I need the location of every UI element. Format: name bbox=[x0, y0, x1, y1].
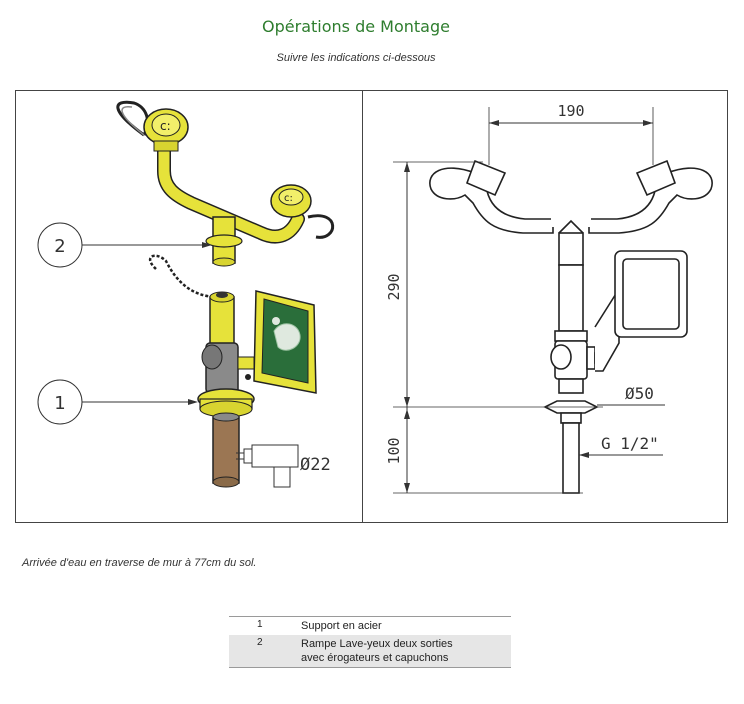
stem-outline bbox=[543, 232, 606, 494]
dim-thread: G 1/2" bbox=[579, 434, 663, 458]
eyewash-ramp: c: c: bbox=[116, 100, 335, 267]
page-title: Opérations de Montage bbox=[262, 17, 450, 36]
svg-text:Ø50: Ø50 bbox=[625, 384, 654, 403]
parts-legend: 1 Support en acier 2 Rampe Lave-yeux deu… bbox=[229, 616, 511, 668]
svg-text:2: 2 bbox=[54, 236, 65, 257]
legend-line: avec érogateurs et capuchons bbox=[301, 652, 449, 664]
svg-text:1: 1 bbox=[54, 393, 65, 414]
frame-divider bbox=[362, 90, 363, 523]
dim-height: 290 bbox=[385, 161, 483, 407]
pipe-fitting-detail: Ø22 bbox=[236, 444, 331, 488]
legend-line: Rampe Lave-yeux deux sorties bbox=[301, 638, 453, 650]
legend-num: 1 bbox=[229, 616, 297, 635]
installation-note: Arrivée d'eau en traverse de mur à 77cm … bbox=[22, 557, 257, 569]
legend-line: Support en acier bbox=[301, 620, 382, 632]
callout-2: 2 bbox=[37, 222, 212, 268]
svg-text:190: 190 bbox=[557, 102, 584, 120]
svg-text:c:: c: bbox=[160, 119, 171, 133]
svg-text:G 1/2": G 1/2" bbox=[601, 434, 659, 453]
steel-support bbox=[197, 290, 317, 488]
legend-desc: Rampe Lave-yeux deux sorties avec érogat… bbox=[297, 635, 511, 668]
assembly-svg: c: c: 2 bbox=[37, 100, 335, 488]
callout-1: 1 bbox=[37, 379, 198, 425]
svg-text:c:: c: bbox=[284, 193, 293, 204]
assembly-illustration: c: c: 2 bbox=[16, 91, 362, 522]
diagram-frame bbox=[15, 90, 728, 523]
dim-width: 190 bbox=[488, 102, 654, 165]
legend-row: 1 Support en acier bbox=[229, 616, 511, 635]
svg-text:100: 100 bbox=[385, 437, 403, 464]
legend-desc: Support en acier bbox=[297, 616, 511, 635]
page-subtitle: Suivre les indications ci-dessous bbox=[276, 52, 436, 64]
sign-bracket bbox=[594, 250, 688, 372]
dimension-drawing: 190 bbox=[363, 91, 727, 522]
legend-num: 2 bbox=[229, 635, 297, 668]
dim-base: 100 bbox=[385, 406, 603, 494]
svg-text:Ø22: Ø22 bbox=[300, 455, 331, 475]
chain bbox=[149, 254, 217, 299]
ramp-outline bbox=[429, 159, 713, 234]
dimension-svg: 190 bbox=[385, 102, 713, 494]
dim-diameter: Ø50 bbox=[597, 384, 665, 406]
legend-row: 2 Rampe Lave-yeux deux sorties avec érog… bbox=[229, 635, 511, 668]
svg-text:290: 290 bbox=[385, 273, 403, 300]
